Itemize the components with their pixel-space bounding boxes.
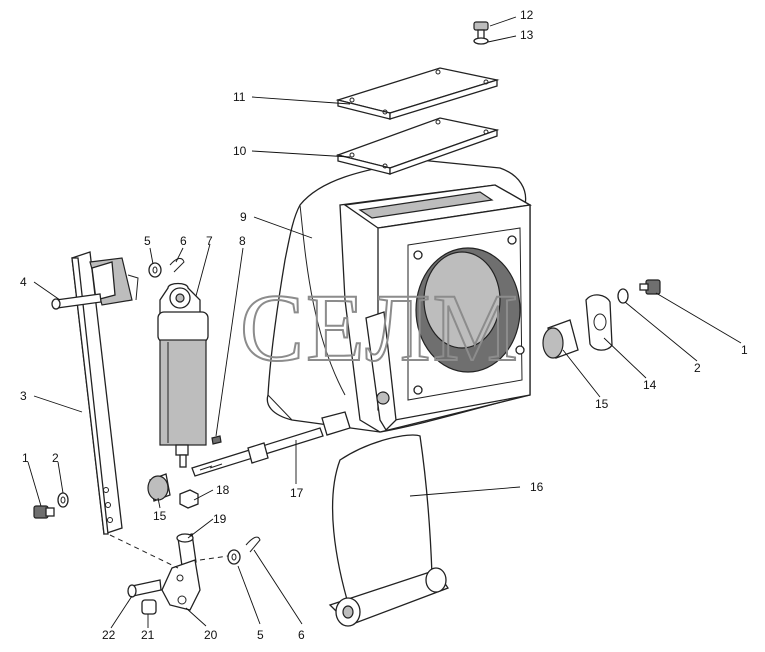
callout-7: 7 [206, 234, 213, 248]
callout-11: 11 [233, 90, 246, 104]
callout-17: 17 [290, 486, 304, 500]
bolt-part-1-left [33, 505, 55, 519]
callout-5-bottom: 5 [257, 628, 264, 642]
callout-9: 9 [240, 210, 247, 224]
leader-lines [27, 16, 742, 629]
housing-part-9 [266, 159, 532, 433]
plate-part-10 [335, 117, 500, 175]
cotter-pin-part-6-bottom [245, 536, 261, 553]
bolt-part-1-right [639, 279, 661, 295]
callout-13: 13 [520, 28, 534, 42]
callout-16: 16 [530, 480, 544, 494]
washer-part-2-left [57, 492, 69, 508]
callout-5-top: 5 [144, 234, 151, 248]
cotter-pin-part-6-top [169, 257, 185, 273]
bushing-part-15-right [542, 319, 579, 359]
callout-4: 4 [20, 275, 27, 289]
bolt-part-22 [127, 579, 162, 598]
washer-part-2-right [617, 288, 629, 304]
callout-numbers: 12 13 11 10 9 8 7 6 5 4 3 2 1 1 2 14 15 … [20, 8, 748, 642]
callout-15-right: 15 [595, 397, 609, 411]
callout-22: 22 [102, 628, 116, 642]
washer-part-5-bottom [227, 549, 241, 565]
callout-19: 19 [213, 512, 227, 526]
bracket-part-3 [71, 251, 139, 535]
callout-12: 12 [520, 8, 534, 22]
callout-20: 20 [204, 628, 218, 642]
arm-part-16 [328, 311, 449, 627]
lever-part-20 [161, 559, 201, 611]
callout-1-left: 1 [22, 451, 29, 465]
assembly-line-lower [109, 534, 179, 569]
callout-6-bottom: 6 [298, 628, 305, 642]
callout-10: 10 [233, 144, 247, 158]
callout-21: 21 [141, 628, 155, 642]
callout-14: 14 [643, 378, 657, 392]
callout-1-right: 1 [741, 343, 748, 357]
key-part-8 [211, 435, 222, 445]
callout-8: 8 [239, 234, 246, 248]
callout-6-top: 6 [180, 234, 187, 248]
nut-part-18 [179, 489, 199, 509]
plate-part-11 [335, 67, 500, 120]
bushing-part-15-left [147, 473, 171, 502]
callout-3: 3 [20, 389, 27, 403]
pin-part-4 [51, 293, 102, 310]
assembly-line-washer [199, 555, 229, 561]
callout-2-right: 2 [694, 361, 701, 375]
nut-part-21 [141, 599, 157, 615]
rod-part-17 [191, 411, 351, 477]
callout-2-left: 2 [52, 451, 59, 465]
watermark-text: СЕЛМ [240, 274, 520, 381]
washer-part-13 [473, 37, 489, 45]
clevis-part-19 [176, 533, 197, 567]
washer-part-5-top [148, 262, 162, 278]
callout-18: 18 [216, 483, 230, 497]
callout-15-left: 15 [153, 509, 167, 523]
cylinder-part-7 [157, 282, 209, 468]
